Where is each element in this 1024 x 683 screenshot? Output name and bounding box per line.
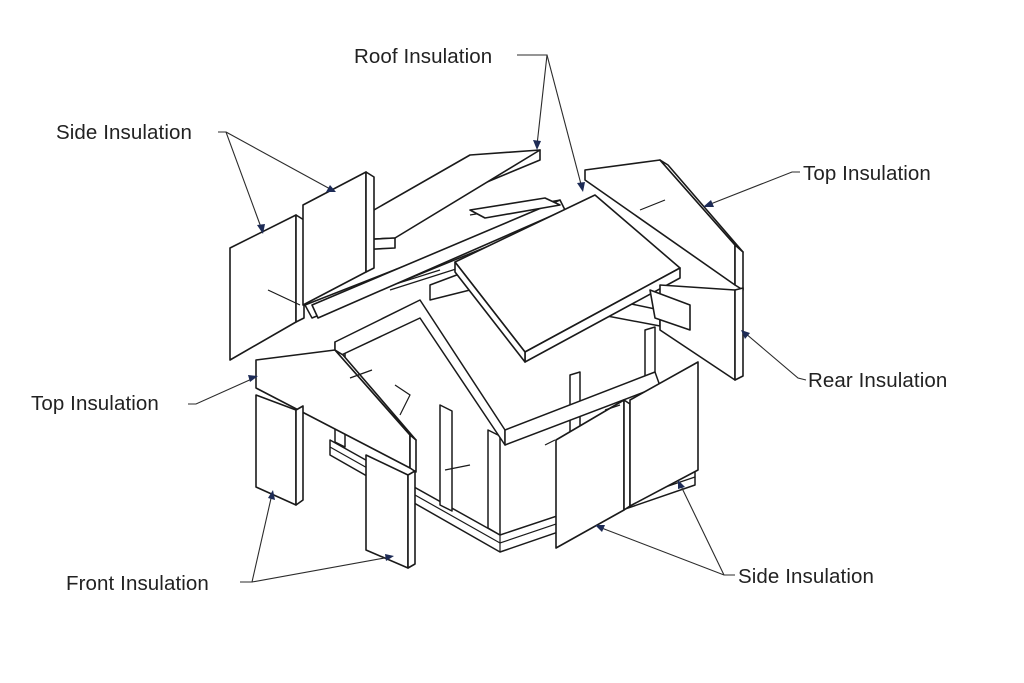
labels: Roof Insulation Side Insulation Top Insu… [31, 45, 947, 595]
top-insulation-right-panel [584, 159, 744, 291]
front-insulation-panels [255, 394, 471, 569]
roof-arrow-b [577, 182, 585, 192]
top-insulation-left-panel [255, 349, 417, 473]
rear-insulation-panel [649, 284, 744, 381]
label-roof-insulation: Roof Insulation [354, 45, 492, 68]
label-rear-insulation: Rear Insulation [808, 369, 947, 392]
label-side-insulation-right: Side Insulation [738, 565, 874, 588]
roof-arrow-a [533, 140, 541, 150]
side-insulation-right-panels [544, 361, 699, 549]
label-top-insulation-right: Top Insulation [803, 162, 931, 185]
label-front-insulation: Front Insulation [66, 572, 209, 595]
label-side-insulation-left: Side Insulation [56, 121, 192, 144]
leader-lines [188, 54, 807, 583]
label-top-insulation-left: Top Insulation [31, 392, 159, 415]
side-insulation-left-panels [229, 171, 375, 361]
